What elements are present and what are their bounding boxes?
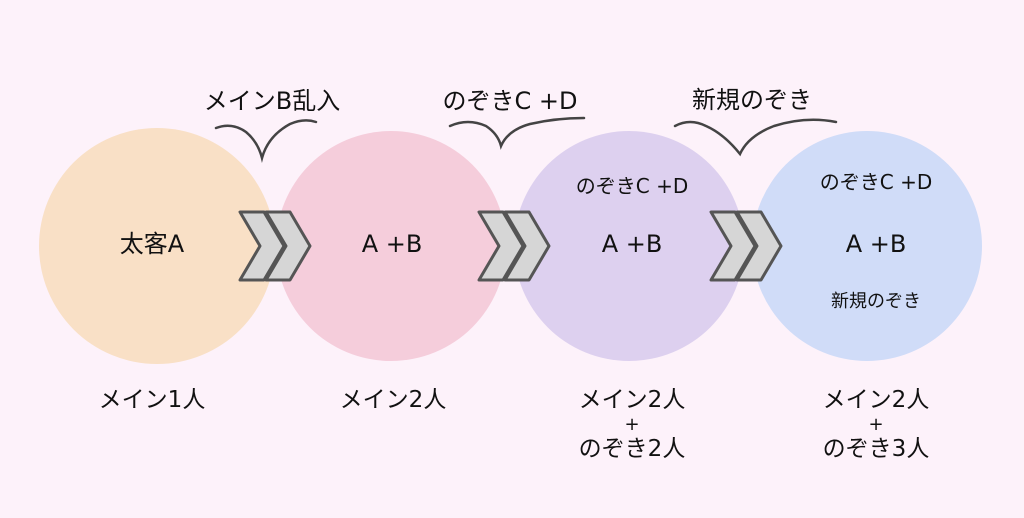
annotation-label-2: のぞきC +D [442, 87, 578, 115]
double-chevron-right-icon [709, 210, 783, 282]
stage-2-caption-line-1: メイン2人 [339, 387, 447, 413]
stage-4-caption-line-2: + [868, 413, 884, 435]
stage-4-top-label: のぞきC +D [819, 170, 933, 194]
stage-3-caption-line-3: のぞき2人 [578, 435, 686, 462]
annotation-brace-2 [448, 116, 586, 150]
stage-3-caption-line-2: + [624, 413, 640, 435]
stage-4-center-label: A +B [845, 230, 907, 258]
double-chevron-right-icon [477, 210, 551, 282]
stage-3-caption-line-1: メイン2人 [578, 387, 686, 413]
stage-1-center-label: 太客A [119, 230, 185, 258]
stage-3-top-label: のぞきC +D [575, 174, 689, 198]
stage-3-center-label: A +B [601, 230, 663, 258]
stage-2-caption: メイン2人 [340, 386, 447, 415]
stage-3-caption: メイン2人 + のぞき2人 [579, 386, 686, 463]
stage-circle-2 [276, 131, 506, 361]
double-chevron-right-icon [238, 210, 312, 282]
annotation-label-1: メインB乱入 [203, 87, 341, 115]
stage-4-caption-line-1: メイン2人 [822, 387, 930, 413]
stage-4-caption: メイン2人 + のぞき3人 [823, 386, 930, 463]
stage-circle-3 [514, 131, 744, 361]
stage-circle-4 [752, 131, 982, 361]
annotation-brace-1 [214, 119, 318, 163]
stage-1-caption-line-1: メイン1人 [98, 387, 206, 413]
stage-4-caption-line-3: のぞき3人 [822, 435, 930, 462]
annotation-label-3: 新規のぞき [692, 86, 812, 114]
stage-4-bottom-label: 新規のぞき [831, 291, 921, 312]
annotation-brace-3 [673, 118, 838, 157]
stage-circle-1 [39, 128, 275, 364]
stage-1-caption: メイン1人 [99, 386, 206, 415]
stage-2-center-label: A +B [361, 230, 423, 258]
